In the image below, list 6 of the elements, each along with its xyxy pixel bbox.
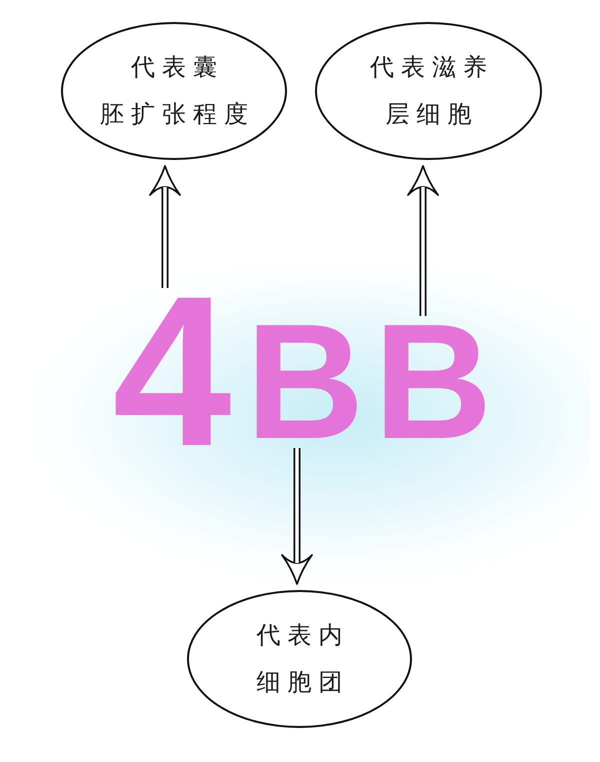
- node-text: 代表滋养层细胞: [369, 52, 494, 130]
- node-text: 代表内细胞团: [256, 620, 350, 698]
- handwritten-digit: 4: [112, 294, 232, 450]
- node-text: 代表囊胚扩张程度: [99, 52, 255, 130]
- handwritten-letter: B: [374, 322, 492, 442]
- handwritten-letter: B: [246, 322, 364, 442]
